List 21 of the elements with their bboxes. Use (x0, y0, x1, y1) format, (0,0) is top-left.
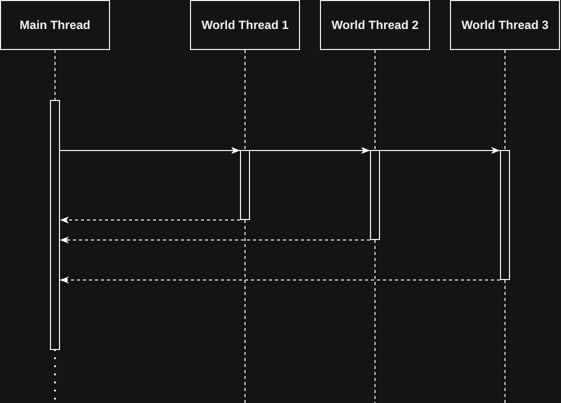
return-arrow (60, 216, 240, 224)
return-arrow (60, 276, 500, 284)
message-arrow (60, 147, 240, 154)
activation-bar (370, 150, 380, 240)
lifeline (54, 50, 56, 100)
lifeline (374, 240, 376, 403)
lifeline (244, 220, 246, 403)
lifeline (374, 50, 376, 150)
message-arrow (250, 147, 370, 154)
lifeline (504, 280, 506, 403)
return-arrow (60, 236, 370, 244)
lifeline (504, 50, 506, 150)
message-arrow (380, 147, 500, 154)
participant-box: World Thread 1 (190, 0, 300, 50)
lifeline (244, 50, 246, 150)
participant-box: World Thread 2 (320, 0, 430, 50)
participant-box: Main Thread (0, 0, 110, 50)
activation-bar (240, 150, 250, 220)
activation-bar (50, 100, 60, 350)
activation-bar (500, 150, 510, 280)
participant-box: World Thread 3 (450, 0, 560, 50)
